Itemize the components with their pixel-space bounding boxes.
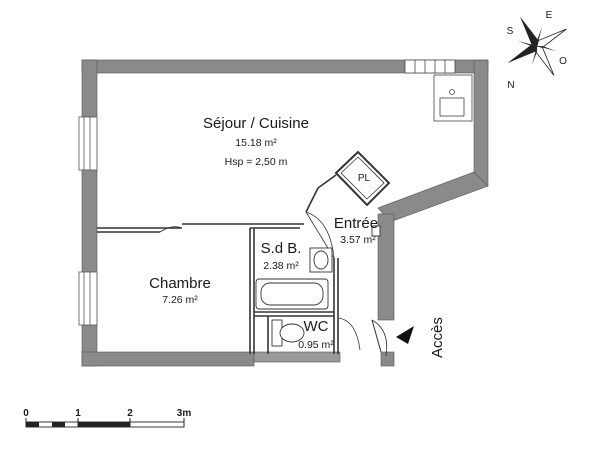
walls xyxy=(81,59,489,367)
room-area-wc: 0.95 m² xyxy=(298,339,334,351)
wall-wc-bottom xyxy=(253,351,341,363)
room-area-sdb: 2.38 m² xyxy=(263,260,299,272)
room-name-entree: Entrée xyxy=(334,215,378,232)
compass-rose-icon xyxy=(507,16,567,76)
room-name-wc: WC xyxy=(304,318,329,335)
scale-bar: 0 1 2 3m xyxy=(23,408,192,428)
window-sejour xyxy=(78,116,98,171)
wall-entree-bottom xyxy=(380,351,395,367)
access-arrow-icon xyxy=(396,326,414,344)
wall-right-angled xyxy=(377,171,489,223)
room-name-chambre: Chambre xyxy=(149,275,211,292)
windows xyxy=(78,116,98,326)
compass-label-n: N xyxy=(507,80,514,91)
scale-tick-2: 2 xyxy=(127,408,133,419)
room-area-sejour: 15.18 m² xyxy=(235,137,277,149)
room-area-chambre: 7.26 m² xyxy=(162,294,198,306)
compass-label-e: E xyxy=(546,10,553,21)
wall-entree-right xyxy=(377,213,395,321)
sink-icon xyxy=(439,97,465,117)
compass-label-o: O xyxy=(559,56,567,67)
room-name-sejour: Séjour / Cuisine xyxy=(203,115,309,132)
room-labels: Séjour / Cuisine 15.18 m² Hsp = 2,50 m C… xyxy=(149,115,378,351)
wall-bottom xyxy=(81,351,255,367)
fixtures xyxy=(255,225,381,347)
partitions xyxy=(97,150,391,357)
kitchen-counter xyxy=(404,59,456,74)
room-area-entree: 3.57 m² xyxy=(340,234,376,246)
access-label: Accès xyxy=(429,317,446,358)
room-height-sejour: Hsp = 2,50 m xyxy=(225,156,288,168)
access-indicator: Accès xyxy=(396,317,446,358)
scale-tick-1: 1 xyxy=(75,408,81,419)
scale-tick-0: 0 xyxy=(23,408,29,419)
room-name-sdb: S.d B. xyxy=(261,240,302,257)
scale-tick-3: 3m xyxy=(177,408,192,419)
kitchen-unit xyxy=(404,59,473,122)
wall-right-upper xyxy=(473,59,489,187)
room-name-pl: PL xyxy=(358,173,371,184)
compass-label-s: S xyxy=(507,26,514,37)
window-chambre xyxy=(78,271,98,326)
